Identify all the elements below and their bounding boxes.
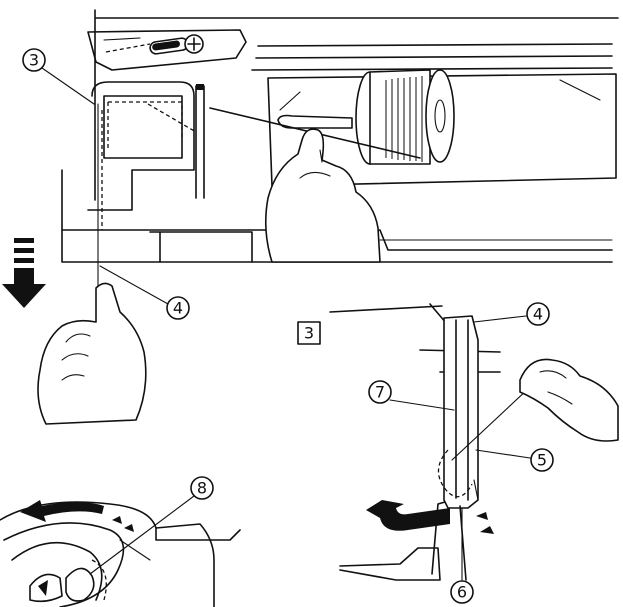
svg-text:6: 6 xyxy=(457,583,467,602)
machine-top-panel xyxy=(61,9,619,301)
callout-3: 3 xyxy=(22,48,95,105)
callout-4-right: 4 xyxy=(473,302,550,326)
curved-arrow-left-icon xyxy=(20,500,134,532)
hand-icon xyxy=(264,128,381,263)
svg-text:3: 3 xyxy=(304,324,314,343)
step-box: 3 xyxy=(297,321,321,345)
callout-4-top: 4 xyxy=(99,265,190,320)
svg-text:4: 4 xyxy=(173,299,183,318)
callout-5: 5 xyxy=(475,448,554,472)
svg-text:7: 7 xyxy=(375,383,385,402)
callout-6: 6 xyxy=(450,507,474,604)
curved-arrow-icon xyxy=(366,500,494,534)
hand-holding-thread-icon xyxy=(519,358,619,442)
take-up-lever-detail xyxy=(0,501,241,607)
callout-7: 7 xyxy=(368,380,455,411)
thread-spool-icon xyxy=(277,69,455,165)
svg-text:4: 4 xyxy=(533,305,543,324)
down-arrow-icon xyxy=(2,238,46,308)
hand-pulling-thread-icon xyxy=(37,282,147,425)
thread-guide-detail xyxy=(329,303,545,581)
svg-text:8: 8 xyxy=(197,479,207,498)
svg-text:3: 3 xyxy=(29,51,39,70)
callout-8: 8 xyxy=(89,476,214,575)
svg-text:5: 5 xyxy=(537,451,547,470)
